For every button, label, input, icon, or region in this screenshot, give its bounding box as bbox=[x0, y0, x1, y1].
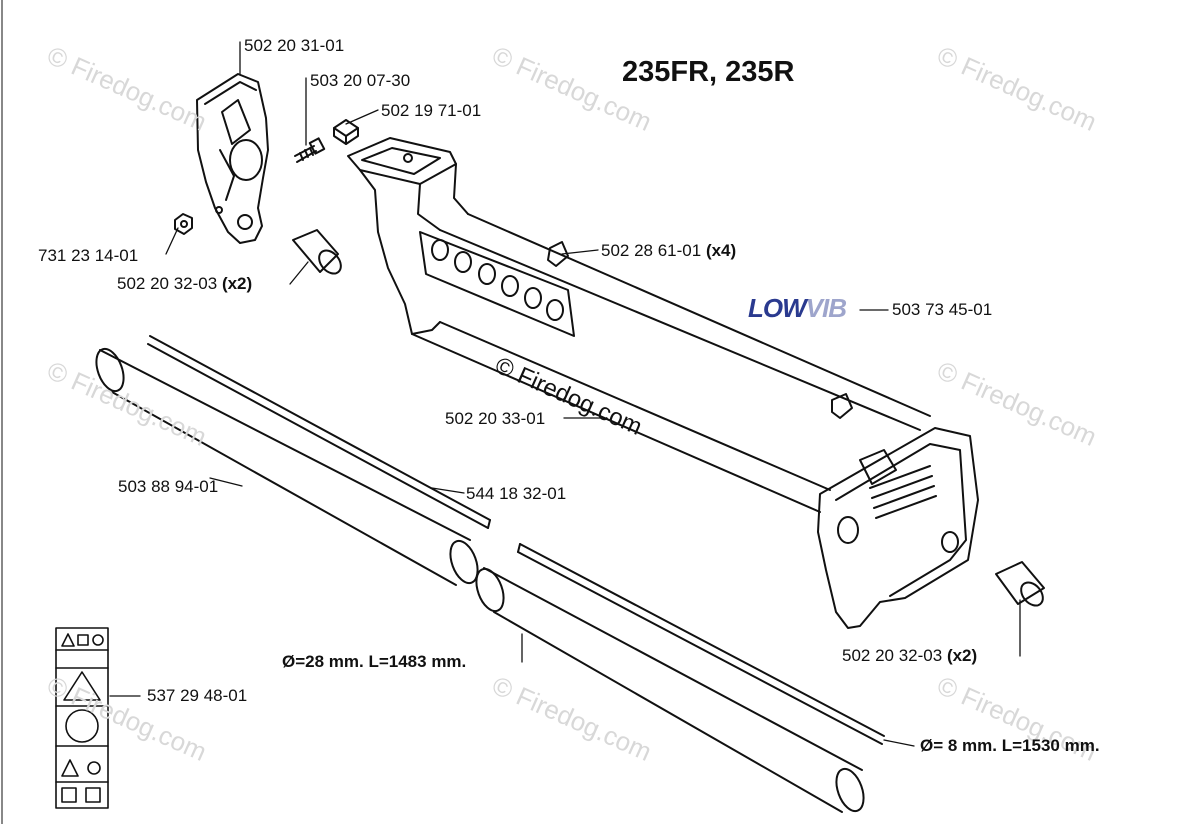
part-label: 502 20 32-03 (x2) bbox=[117, 274, 253, 293]
part-label: 544 18 32-01 bbox=[466, 484, 567, 503]
leader-lines bbox=[109, 41, 1021, 747]
part-label: 502 28 61-01 (x4) bbox=[601, 241, 737, 260]
part-label: 503 20 07-30 bbox=[310, 71, 411, 90]
part-label: 731 23 14-01 bbox=[38, 246, 139, 265]
part-label: 502 19 71-01 bbox=[381, 101, 482, 120]
square-nut-part bbox=[333, 119, 359, 145]
part-label: 502 20 31-01 bbox=[244, 36, 345, 55]
lowvib-logo: LOWVIB bbox=[748, 293, 847, 323]
rod-upper-part bbox=[147, 335, 491, 529]
dimension-label: Ø= 8 mm. L=1530 mm. bbox=[920, 736, 1100, 755]
part-label: 537 29 48-01 bbox=[147, 686, 248, 705]
dimension-label: Ø=28 mm. L=1483 mm. bbox=[282, 652, 467, 671]
grip-cap-right-part bbox=[995, 561, 1045, 607]
part-label: 503 73 45-01 bbox=[892, 300, 993, 319]
part-label: 502 20 33-01 bbox=[445, 409, 546, 428]
nut-part bbox=[174, 213, 193, 235]
clip-part bbox=[547, 241, 853, 419]
shaft-housing-part bbox=[347, 137, 979, 629]
tube-upper-part bbox=[95, 347, 479, 586]
bolt-part bbox=[294, 137, 326, 163]
grip-cap-part bbox=[292, 229, 342, 275]
tube-lower-part bbox=[475, 567, 865, 813]
handle-bracket-part bbox=[196, 73, 269, 244]
diagram-title: 235FR, 235R bbox=[622, 56, 795, 88]
part-label: 503 88 94-01 bbox=[118, 477, 219, 496]
rod-lower-part bbox=[517, 543, 885, 745]
decal-sticker-part bbox=[55, 627, 109, 809]
part-label: 502 20 32-03 (x2) bbox=[842, 646, 978, 665]
